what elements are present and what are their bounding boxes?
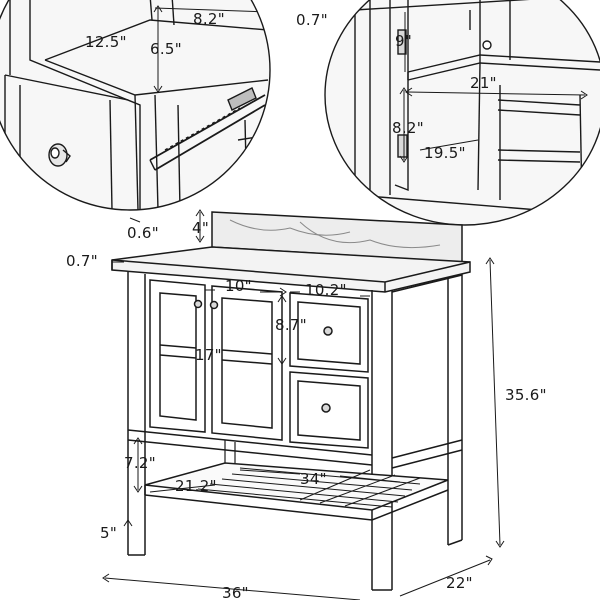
door-detail-inset [324, 0, 600, 226]
label-shelf-width: 21" [470, 74, 497, 92]
label-overall-height: 35.6" [505, 386, 547, 404]
label-door-height: 17" [195, 346, 222, 364]
vanity-main-view [111, 211, 471, 591]
label-backsplash-height: 4" [192, 219, 210, 237]
label-slide-rail-width: 0.6" [127, 224, 159, 242]
label-drawer-slide-depth: 12.5" [85, 33, 127, 51]
label-drawer-width: 10.2" [305, 281, 347, 299]
label-shelf-depth: 19.5" [424, 144, 466, 162]
drawer-detail-inset [0, 0, 271, 211]
dimension-lines [102, 209, 505, 600]
label-overall-depth: 22" [446, 574, 473, 592]
label-shelf-clearance: 7.2" [124, 454, 156, 472]
label-drawer-height: 8.7" [275, 316, 307, 334]
label-countertop-thickness: 0.7" [66, 252, 98, 270]
label-door-width: 10" [225, 277, 252, 295]
label-leg-height: 5" [100, 524, 118, 542]
label-door-drawer-height: 8.2" [392, 119, 424, 137]
label-overall-width: 36" [222, 584, 249, 602]
label-door-top-thickness: 0.7" [296, 11, 328, 29]
label-door-detail-height: 9" [395, 32, 413, 50]
label-bottom-shelf-depth: 21.2" [175, 477, 217, 495]
label-drawer-top-width: 8.2" [193, 10, 225, 28]
label-drawer-inner-height: 6.5" [150, 40, 182, 58]
label-bottom-shelf-width: 34" [300, 470, 327, 488]
